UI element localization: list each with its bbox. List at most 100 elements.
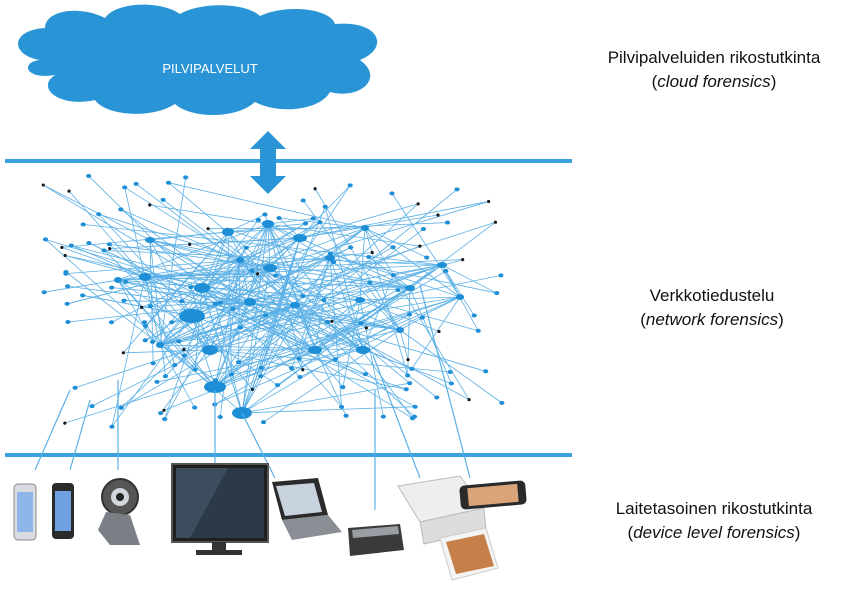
network-nodes bbox=[41, 173, 505, 429]
network-layer-label: Verkkotiedustelu (network forensics) bbox=[572, 284, 852, 332]
network-edge bbox=[214, 296, 461, 405]
network-hub-node bbox=[396, 327, 404, 333]
network-edge bbox=[239, 237, 301, 261]
network-node bbox=[467, 398, 471, 402]
network-node bbox=[274, 383, 281, 388]
network-edge bbox=[359, 227, 366, 301]
network-edge bbox=[165, 267, 271, 377]
network-node bbox=[483, 369, 489, 374]
network-node bbox=[436, 213, 440, 217]
network-hub-node bbox=[179, 309, 205, 323]
network-edge bbox=[159, 221, 321, 346]
network-node bbox=[142, 338, 148, 343]
network-edge bbox=[331, 299, 361, 322]
network-node bbox=[65, 319, 71, 324]
network-node bbox=[162, 417, 168, 422]
network-edge bbox=[159, 275, 501, 346]
network-layer-title: Verkkotiedustelu bbox=[649, 286, 775, 305]
network-node bbox=[109, 424, 115, 429]
network-node bbox=[179, 299, 185, 304]
network-hub-node bbox=[456, 294, 464, 300]
network-node bbox=[454, 187, 460, 192]
network-edge bbox=[399, 317, 423, 331]
network-edge bbox=[149, 239, 211, 351]
network-node bbox=[188, 242, 192, 247]
network-edge bbox=[43, 184, 151, 241]
network-edge bbox=[269, 257, 331, 269]
network-node bbox=[300, 294, 306, 299]
network-node bbox=[140, 305, 144, 310]
network-node bbox=[324, 320, 331, 325]
network-node bbox=[313, 187, 317, 191]
network-edge bbox=[227, 214, 266, 233]
network-hub-node bbox=[405, 285, 415, 291]
network-edge bbox=[359, 299, 384, 417]
network-hub-node bbox=[139, 273, 151, 281]
network-edge bbox=[149, 239, 364, 351]
network-edge bbox=[241, 223, 269, 414]
network-node bbox=[68, 243, 74, 248]
network-edge bbox=[191, 259, 241, 317]
network-edge bbox=[149, 204, 269, 225]
network-node bbox=[188, 285, 194, 290]
network-edge bbox=[299, 201, 489, 239]
network-node bbox=[263, 313, 269, 318]
network-node bbox=[141, 320, 148, 325]
cloud-layer-title: Pilvipalveluiden rikostutkinta bbox=[607, 48, 821, 67]
network-node bbox=[405, 373, 411, 378]
network-edge bbox=[294, 304, 364, 351]
network-edge bbox=[159, 259, 463, 346]
network-node bbox=[358, 321, 364, 326]
network-node bbox=[419, 315, 425, 320]
network-node bbox=[243, 245, 249, 250]
network-node bbox=[260, 420, 267, 425]
network-node bbox=[89, 404, 95, 409]
network-node bbox=[150, 361, 156, 366]
network-node bbox=[80, 222, 86, 227]
webcam-icon bbox=[98, 478, 140, 545]
network-edge bbox=[275, 275, 411, 289]
network-node bbox=[142, 324, 149, 329]
network-node bbox=[162, 408, 166, 412]
network-edge bbox=[201, 231, 229, 289]
network-node bbox=[370, 250, 374, 255]
network-node bbox=[317, 220, 323, 225]
network-edges bbox=[43, 175, 503, 427]
smartphone-icon bbox=[52, 483, 74, 539]
network-edge bbox=[109, 243, 411, 289]
network-node bbox=[276, 216, 282, 221]
network-node bbox=[407, 381, 413, 386]
network-node bbox=[123, 279, 129, 284]
network-edge bbox=[214, 322, 362, 388]
network-node bbox=[262, 212, 268, 217]
network-edge bbox=[88, 242, 316, 351]
network-edge bbox=[239, 223, 306, 261]
network-node bbox=[471, 313, 477, 318]
network-node bbox=[182, 347, 186, 352]
network-node bbox=[434, 395, 440, 400]
network-edge bbox=[162, 199, 364, 351]
network-edge bbox=[117, 223, 269, 281]
network-edge bbox=[149, 239, 166, 377]
network-hub-node bbox=[202, 345, 218, 355]
network-node bbox=[498, 273, 504, 278]
network-edge bbox=[65, 255, 146, 278]
network-node bbox=[122, 185, 128, 190]
network-node bbox=[409, 416, 416, 421]
network-node bbox=[106, 242, 112, 247]
network-node bbox=[258, 374, 264, 379]
network-node bbox=[133, 181, 139, 186]
network-edge bbox=[144, 276, 193, 317]
network-node bbox=[380, 414, 386, 419]
network-node bbox=[367, 280, 373, 285]
network-node bbox=[437, 329, 441, 334]
network-node bbox=[300, 198, 306, 203]
network-edge bbox=[267, 223, 318, 352]
network-edge bbox=[91, 304, 296, 407]
network-node bbox=[63, 269, 69, 274]
network-node bbox=[340, 385, 346, 390]
network-edge bbox=[441, 264, 475, 316]
network-edge bbox=[214, 203, 419, 388]
network-hub-node bbox=[325, 255, 335, 261]
network-node bbox=[165, 180, 172, 185]
